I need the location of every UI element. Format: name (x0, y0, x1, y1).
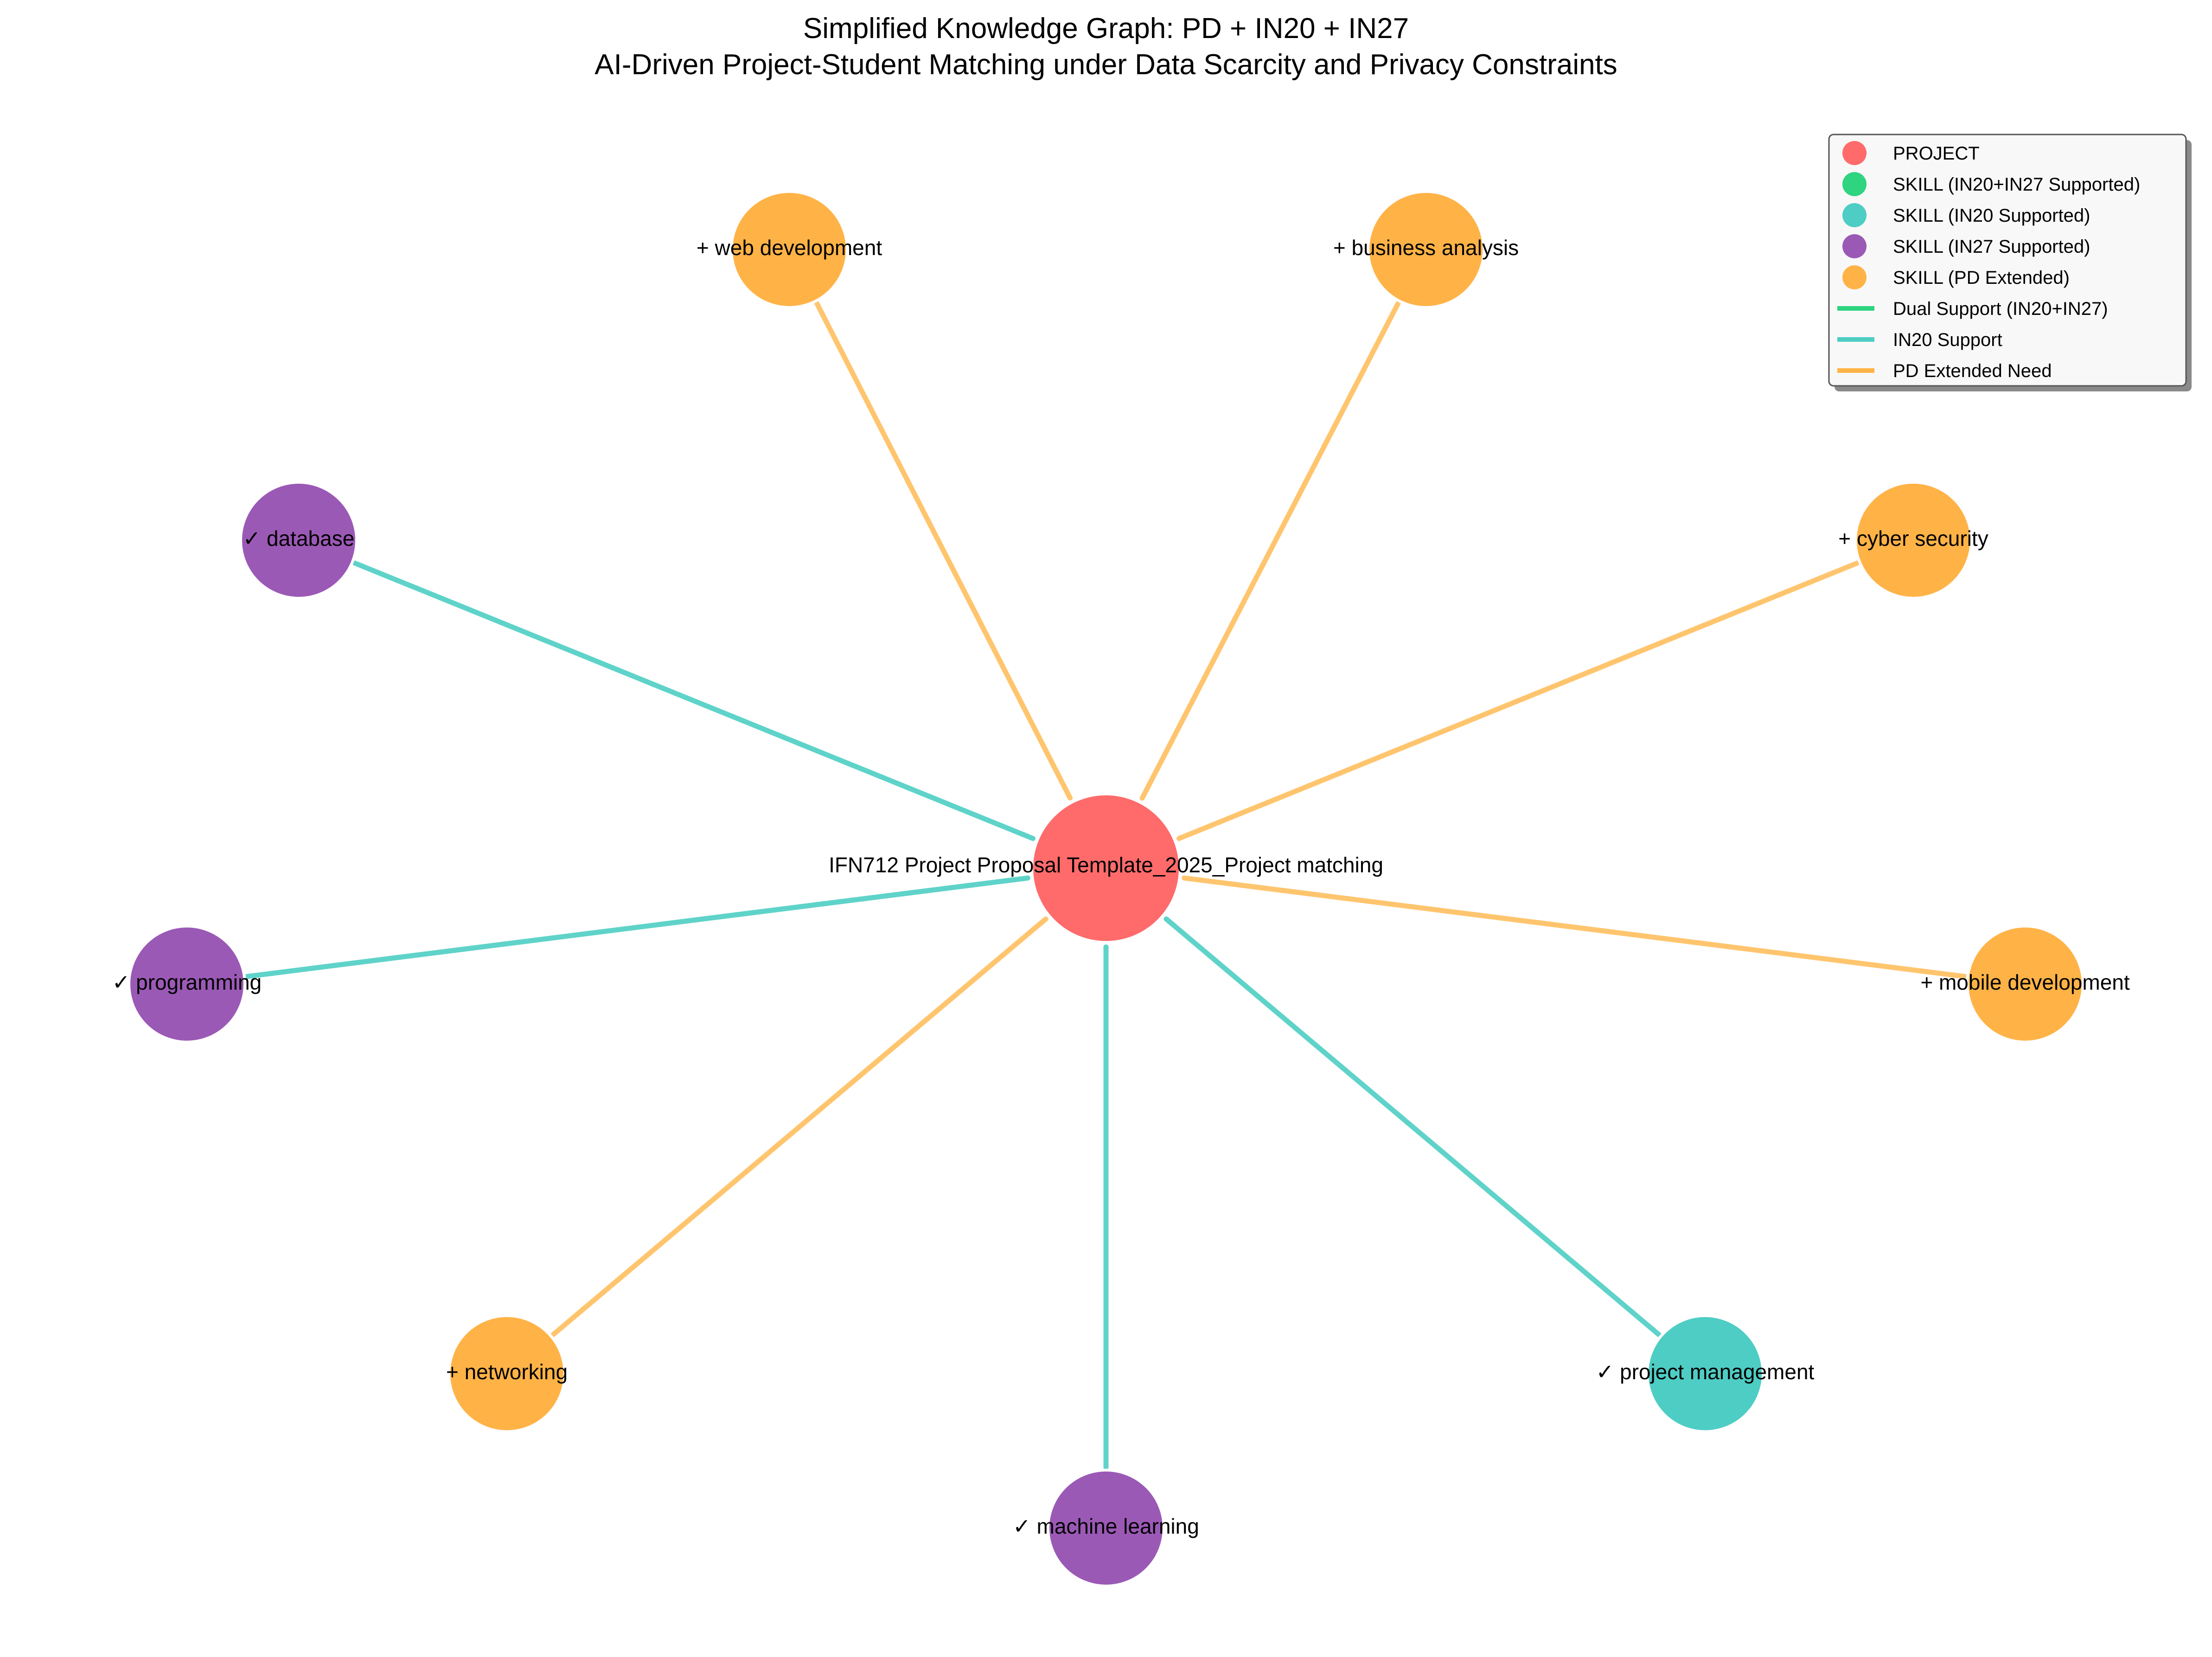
edge-web-development (814, 301, 1073, 801)
legend-label-3: SKILL (IN27 Supported) (1893, 237, 2090, 257)
legend-marker-in27 (1842, 234, 1867, 258)
label-layer: IFN712 Project Proposal Template_2025_Pr… (112, 236, 2130, 1538)
skill-node-programming (128, 925, 246, 1043)
skill-node-cyber-security (1854, 481, 1973, 600)
legend-label-2: SKILL (IN20 Supported) (1893, 205, 2090, 226)
legend-marker-dual (1842, 172, 1867, 196)
edge-networking (550, 916, 1048, 1337)
skill-node-machine-learning (1047, 1469, 1165, 1587)
skill-node-business-analysis (1367, 190, 1485, 309)
legend-marker-in20 (1842, 203, 1867, 227)
skill-node-web-development (730, 190, 849, 309)
skill-node-label-business-analysis: + business analysis (1333, 236, 1519, 260)
project-node-label: IFN712 Project Proposal Template_2025_Pr… (829, 853, 1383, 877)
skill-node-label-machine-learning: ✓ machine learning (1013, 1514, 1199, 1538)
edge-project-management (1164, 916, 1662, 1337)
legend-label-7: PD Extended Need (1893, 361, 2052, 381)
skill-node-label-cyber-security: + cyber security (1838, 526, 1988, 550)
legend-items: PROJECT SKILL (IN20+IN27 Supported) SKILL … (1837, 141, 2140, 381)
graph-title: Simplified Knowledge Graph: PD + IN20 + … (803, 13, 1409, 45)
legend-marker-pd (1842, 265, 1867, 289)
skill-node-database (239, 481, 358, 600)
skill-node-label-project-management: ✓ project management (1596, 1360, 1815, 1384)
skill-node-networking (448, 1314, 566, 1433)
edge-programming (244, 875, 1030, 979)
legend-label-5: Dual Support (IN20+IN27) (1893, 299, 2108, 319)
skill-node-label-database: ✓ database (243, 526, 355, 550)
legend-label-6: IN20 Support (1893, 330, 2002, 350)
skill-node-label-mobile-development: + mobile development (1920, 970, 2130, 994)
legend-label-4: SKILL (PD Extended) (1893, 268, 2070, 288)
legend-label-0: PROJECT (1893, 143, 1980, 164)
legend-marker-project (1842, 141, 1867, 165)
edge-cyber-security (1176, 560, 1860, 841)
edge-database (352, 560, 1036, 841)
edge-business-analysis (1139, 301, 1401, 801)
graph-subtitle: AI-Driven Project-Student Matching under… (595, 49, 1617, 81)
project-node (1030, 793, 1182, 944)
legend-label-1: SKILL (IN20+IN27 Supported) (1893, 174, 2140, 195)
edge-mobile-development (1182, 875, 1968, 979)
node-layer (128, 190, 2084, 1587)
skill-node-label-networking: + networking (446, 1360, 568, 1384)
skill-node-project-management (1646, 1314, 1764, 1433)
skill-node-mobile-development (1966, 925, 2084, 1043)
skill-node-label-programming: ✓ programming (112, 970, 262, 994)
skill-node-label-web-development: + web development (697, 236, 882, 260)
legend: PROJECT SKILL (IN20+IN27 Supported) SKILL … (1828, 134, 2192, 391)
edge-layer (244, 301, 1968, 1470)
legend-box (1828, 134, 2187, 387)
